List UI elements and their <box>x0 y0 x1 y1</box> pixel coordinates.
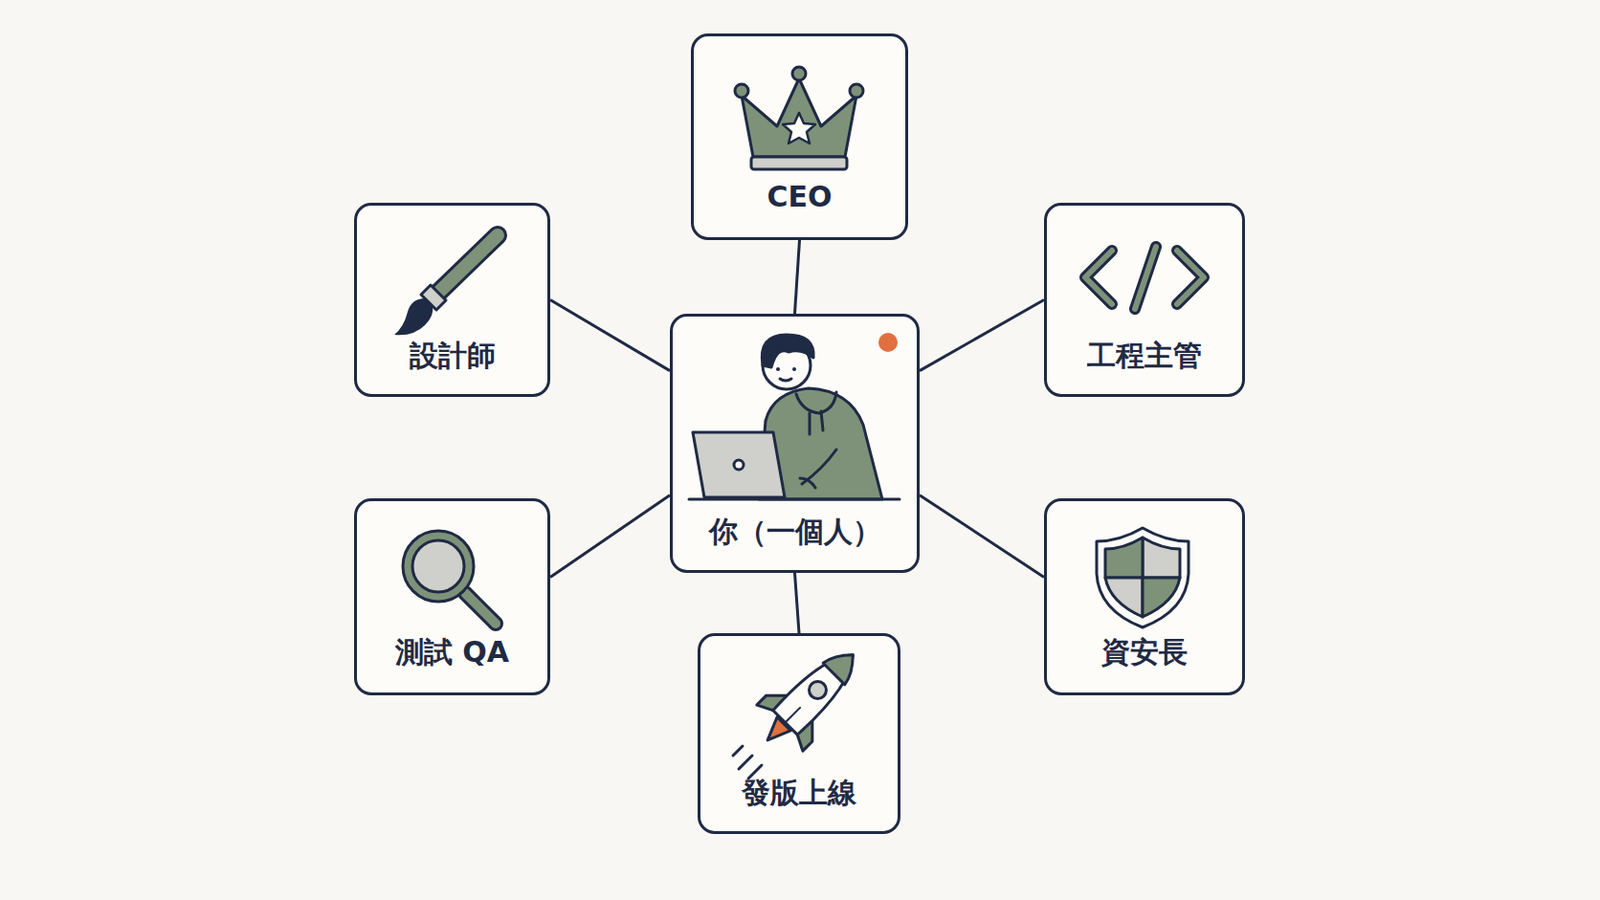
role-label: 你（一個人） <box>709 515 882 548</box>
role-box: CEO <box>690 33 909 241</box>
role-box: 工程主管 <box>1044 202 1245 398</box>
brush-icon <box>394 235 498 335</box>
crown-icon <box>734 66 864 170</box>
role-box: 發版上線 <box>697 633 901 835</box>
shield-icon <box>1096 528 1189 628</box>
connector-line <box>550 300 670 372</box>
role-box: 設計師 <box>354 202 551 398</box>
speed-lines <box>733 746 762 779</box>
role-label: CEO <box>766 180 832 213</box>
status-dot <box>878 333 898 353</box>
connector-line <box>919 495 1045 578</box>
connector-line <box>795 240 800 314</box>
role-label: 發版上線 <box>741 777 857 809</box>
rocket-icon <box>744 632 876 764</box>
role-label: 工程主管 <box>1087 339 1202 372</box>
role-label: 測試 QA <box>395 636 510 668</box>
center-role-box: 你（一個人） <box>669 313 920 574</box>
role-box: 測試 QA <box>354 498 551 696</box>
connector-line <box>919 300 1045 372</box>
role-label: 資安長 <box>1101 636 1188 668</box>
person-illustration <box>688 334 900 500</box>
role-label: 設計師 <box>409 339 496 372</box>
magnifier-icon <box>402 531 496 624</box>
role-box: 資安長 <box>1044 498 1245 696</box>
connector-line <box>795 573 800 634</box>
code-icon <box>1085 246 1204 310</box>
connector-line <box>550 495 670 578</box>
